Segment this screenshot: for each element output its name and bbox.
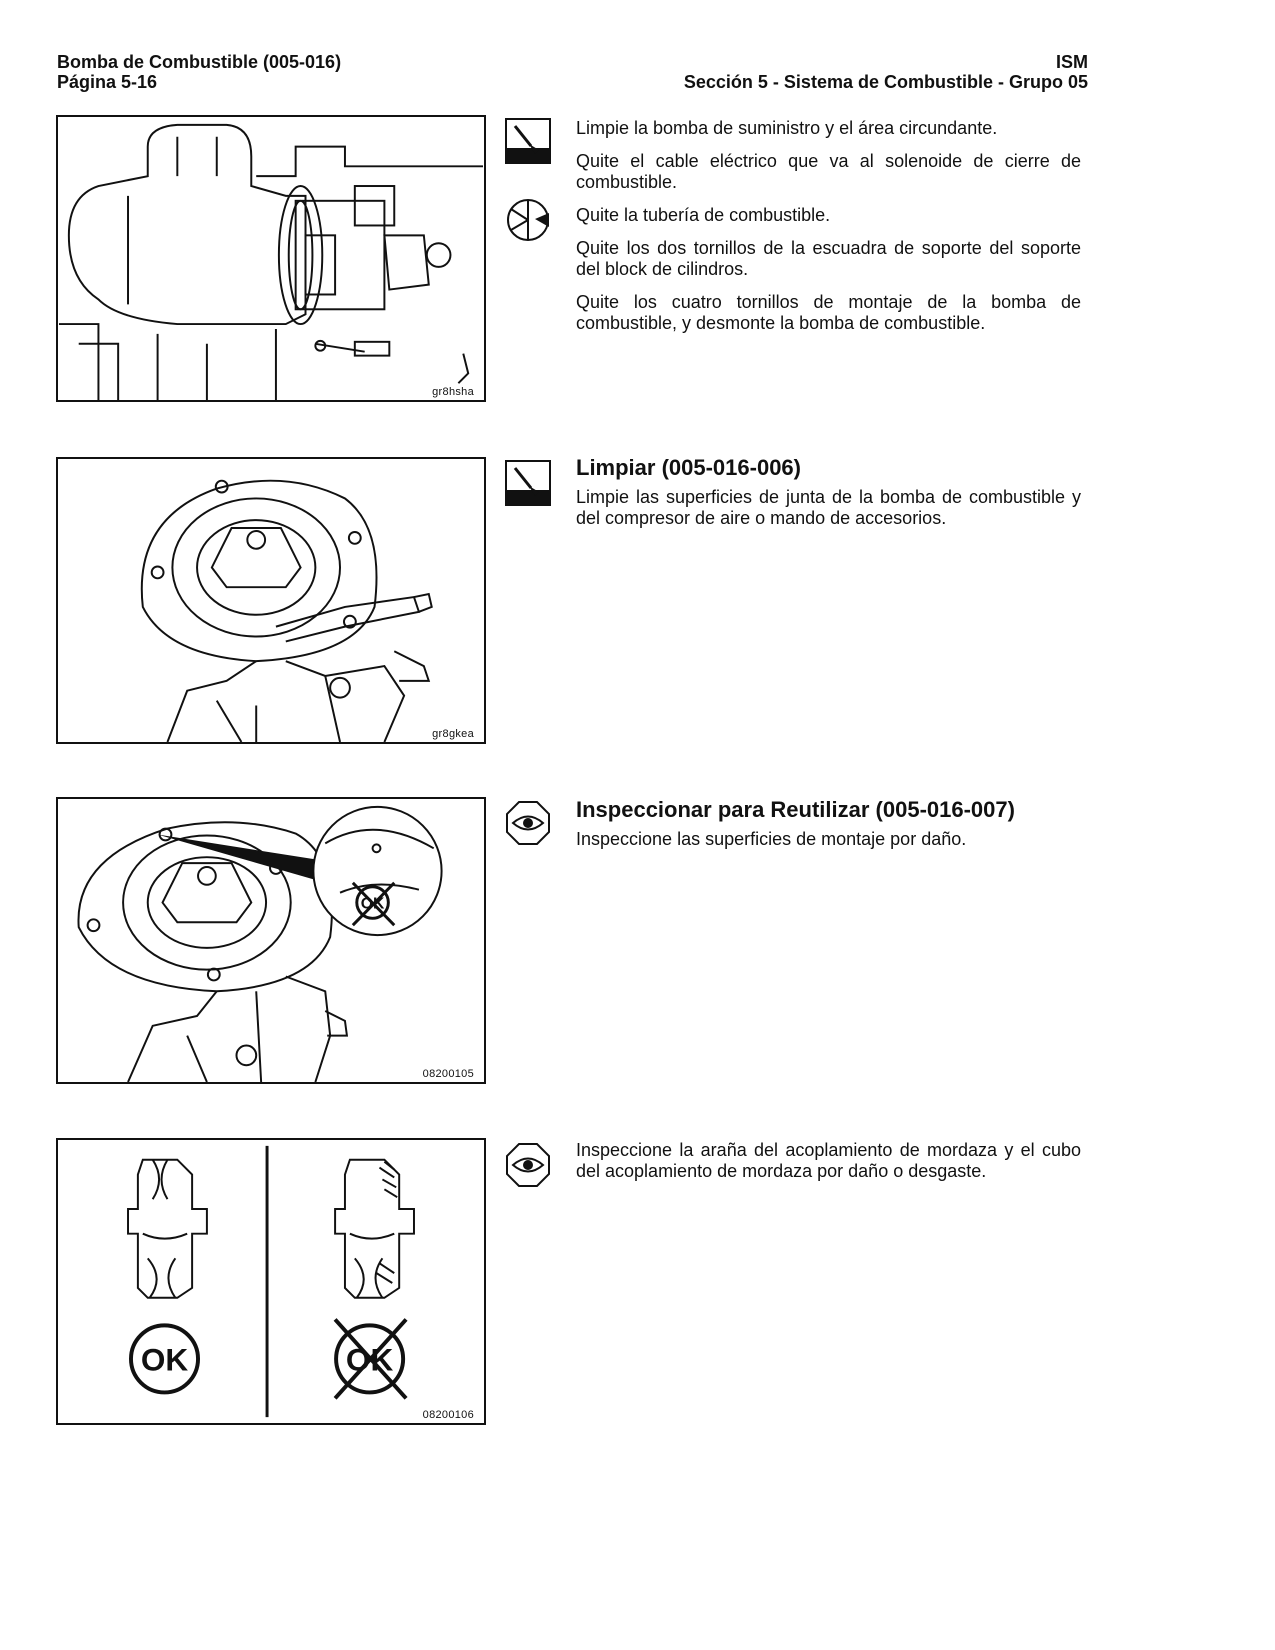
step-text: Quite los cuatro tornillos de montaje de… — [576, 292, 1081, 333]
step-text: Limpie las superficies de junta de la bo… — [576, 487, 1081, 528]
step-text: Inspeccione la araña del acoplamiento de… — [576, 1140, 1081, 1181]
inspect-eye-icon — [505, 1142, 551, 1188]
clean-icon — [505, 460, 551, 506]
mounting-surface-illustration: OK — [77, 805, 443, 1082]
step-text: Inspeccione las superficies de montaje p… — [576, 829, 967, 849]
figure-fuel-pump-removal: gr8hsha — [56, 115, 486, 402]
page-header-right: ISM Sección 5 - Sistema de Combustible -… — [684, 52, 1088, 92]
section-2-text: Limpiar (005-016-006) Limpie las superfi… — [576, 455, 1081, 541]
step-text: Limpie la bomba de suministro y el área … — [576, 118, 998, 138]
figure-reference: gr8gkea — [430, 728, 476, 740]
figure-coupling-spider-inspection: OK OK 08200106 — [56, 1138, 486, 1425]
figure-gasket-cleaning: gr8gkea — [56, 457, 486, 744]
step-text: Quite el cable eléctrico que va al solen… — [576, 151, 1081, 192]
section-1-text: Limpie la bomba de suministro y el área … — [576, 118, 1081, 346]
fuel-pump-engine-illustration — [58, 123, 484, 400]
coupling-spider-illustration: OK OK — [127, 1145, 415, 1418]
clean-icon — [505, 118, 551, 164]
page-number: Página 5-16 — [57, 72, 158, 92]
document-title: Bomba de Combustible (005-016) — [57, 52, 342, 72]
section-title: Sección 5 - Sistema de Combustible - Gru… — [683, 72, 1088, 92]
step-text: Quite los dos tornillos de la escuadra d… — [576, 238, 1081, 279]
section-heading: Limpiar (005-016-006) — [576, 455, 801, 480]
remove-icon — [505, 197, 551, 243]
ok-mark-label: OK — [141, 1342, 189, 1378]
section-3-text: Inspeccionar para Reutilizar (005-016-00… — [576, 797, 1081, 862]
section-4-text: Inspeccione la araña del acoplamiento de… — [576, 1140, 1081, 1194]
page-header-left: Bomba de Combustible (005-016) Página 5-… — [57, 52, 341, 92]
inspect-eye-icon — [505, 800, 551, 846]
figure-reference: gr8hsha — [430, 386, 476, 398]
gasket-scraper-illustration — [140, 479, 433, 742]
figure-reference: 08200105 — [420, 1068, 476, 1080]
section-heading: Inspeccionar para Reutilizar (005-016-00… — [576, 797, 1015, 822]
ok-mark-label: OK — [361, 895, 385, 912]
figure-mounting-surface-inspection: OK 08200105 — [56, 797, 486, 1084]
figure-reference: 08200106 — [420, 1409, 476, 1421]
step-text: Quite la tubería de combustible. — [576, 205, 831, 225]
engine-model: ISM — [1055, 52, 1088, 72]
